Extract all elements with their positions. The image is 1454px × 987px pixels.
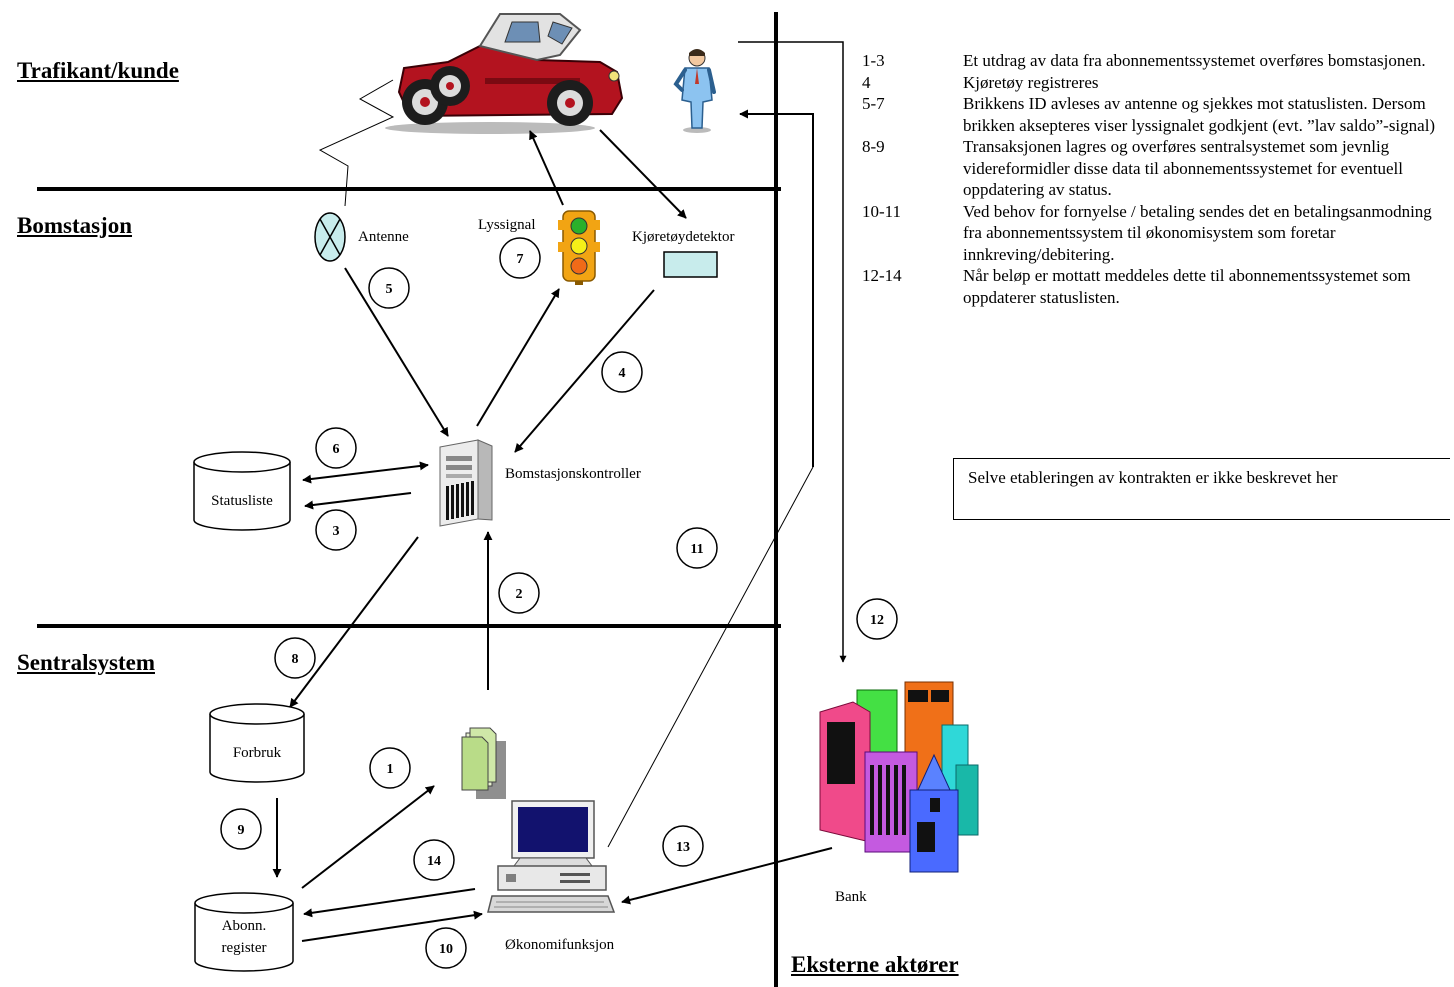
section-eksterne: Eksterne aktører	[791, 952, 959, 977]
step-circle: 10	[425, 927, 467, 969]
svg-text:4: 4	[619, 366, 626, 381]
arrow-server-to-light	[476, 288, 560, 427]
svg-text:6: 6	[333, 442, 340, 457]
lightning-link	[318, 79, 395, 207]
traffic-light-icon	[558, 210, 600, 285]
legend-num: 1-3	[862, 51, 885, 70]
step-circle: 1	[369, 747, 411, 789]
link-computer-person	[607, 466, 814, 848]
arrow-detector-to-server	[514, 289, 655, 453]
legend-item: 12-14 Når beløp er mottatt meddeles dette…	[862, 265, 1454, 308]
label-abonn-line2: register	[222, 940, 267, 956]
vehicle-detector-icon	[663, 251, 718, 278]
step-circle: 3	[315, 509, 357, 551]
arrow-server-to-forbruk	[289, 536, 419, 708]
arrow-computer-to-abonn	[303, 888, 476, 918]
person-icon	[673, 49, 716, 133]
arrow-server-statusliste	[302, 461, 429, 484]
step-circle: 5	[368, 267, 410, 309]
database-statusliste-icon	[193, 451, 291, 531]
arrow-server-to-statusliste	[304, 492, 412, 510]
arrow-light-to-car	[529, 130, 564, 206]
label-lyssignal: Lyssignal	[478, 217, 536, 233]
computer-icon	[487, 800, 616, 913]
step-circle: 8	[274, 637, 316, 679]
document-stack-icon	[461, 727, 506, 799]
step-circle: 7	[499, 237, 541, 279]
step-circle: 9	[220, 808, 262, 850]
svg-text:5: 5	[386, 282, 393, 297]
step-circle: 12	[856, 598, 898, 640]
label-abonn-line1: Abonn.	[222, 918, 267, 934]
svg-text:7: 7	[517, 252, 524, 267]
legend-num: 10-11	[862, 201, 902, 221]
svg-text:9: 9	[238, 823, 245, 838]
legend-num: 5-7	[862, 94, 885, 113]
legend-text: Ved behov for fornyelse / betaling sende…	[963, 201, 1432, 264]
legend-text: Kjøretøy registreres	[963, 72, 1099, 92]
arrow-abonn-to-docs	[301, 785, 435, 889]
arrow-abonn-to-computer	[301, 910, 483, 942]
step-circle: 6	[315, 427, 357, 469]
database-forbruk-icon	[209, 703, 305, 783]
buildings-icon	[819, 681, 979, 873]
arrow-car-to-detector	[599, 129, 687, 219]
svg-text:8: 8	[292, 652, 299, 667]
legend-item: 5-7 Brikkens ID avleses av antenne og sje…	[862, 93, 1454, 136]
car-icon	[385, 13, 624, 134]
legend-text: Brikkens ID avleses av antenne og sjekke…	[963, 94, 1436, 135]
step-circle: 2	[498, 572, 540, 614]
legend-item: 8-9 Transaksjonen lagres og overføres sen…	[862, 136, 1454, 201]
legend-item: 1-3 Et utdrag av data fra abonnementssyst…	[862, 50, 1454, 72]
server-icon	[439, 439, 493, 527]
svg-text:1: 1	[387, 762, 394, 777]
label-forbruk: Forbruk	[233, 745, 282, 761]
arrow-person-bank	[738, 41, 847, 663]
legend-num: 4	[862, 72, 871, 92]
legend-item: 4 Kjøretøy registreres	[862, 72, 1454, 94]
svg-text:12: 12	[870, 613, 884, 628]
legend-text: Transaksjonen lagres og overføres sentra…	[963, 137, 1403, 199]
arrow-antenna-to-server	[344, 267, 449, 437]
legend-num: 8-9	[862, 137, 885, 156]
antenna-icon	[314, 212, 346, 262]
section-trafikant: Trafikant/kunde	[17, 58, 179, 83]
legend-item: 10-11 Ved behov for fornyelse / betaling …	[862, 201, 1454, 266]
step-circle: 14	[413, 839, 455, 881]
svg-text:3: 3	[333, 524, 340, 539]
label-bomstasjonskontroller: Bomstasjonskontroller	[505, 466, 641, 482]
label-statusliste: Statusliste	[211, 493, 273, 509]
note-box: Selve etableringen av kontrakten er ikke…	[953, 458, 1450, 520]
section-bomstasjon: Bomstasjon	[17, 213, 133, 238]
label-okonomifunksjon: Økonomifunksjon	[505, 937, 615, 953]
label-bank: Bank	[835, 889, 867, 905]
step-circle: 13	[662, 825, 704, 867]
legend-text: Et utdrag av data fra abonnementssysteme…	[963, 51, 1426, 70]
step-circle: 4	[601, 351, 643, 393]
svg-text:11: 11	[690, 542, 703, 557]
legend-num: 12-14	[862, 266, 902, 285]
arrow-to-person	[739, 109, 814, 467]
svg-text:2: 2	[516, 587, 523, 602]
legend-text: Når beløp er mottatt meddeles dette til …	[963, 266, 1411, 307]
label-antenne: Antenne	[358, 229, 409, 245]
legend: 1-3 Et utdrag av data fra abonnementssyst…	[862, 50, 1454, 308]
arrow-bank-to-computer	[621, 847, 833, 905]
section-sentralsystem: Sentralsystem	[17, 650, 155, 675]
label-kjoretoydetektor: Kjøretøydetektor	[632, 229, 734, 245]
svg-text:14: 14	[427, 854, 441, 869]
step-circle: 11	[676, 527, 718, 569]
svg-text:13: 13	[676, 840, 690, 855]
svg-text:10: 10	[439, 942, 453, 957]
database-abonn-icon	[194, 892, 294, 972]
